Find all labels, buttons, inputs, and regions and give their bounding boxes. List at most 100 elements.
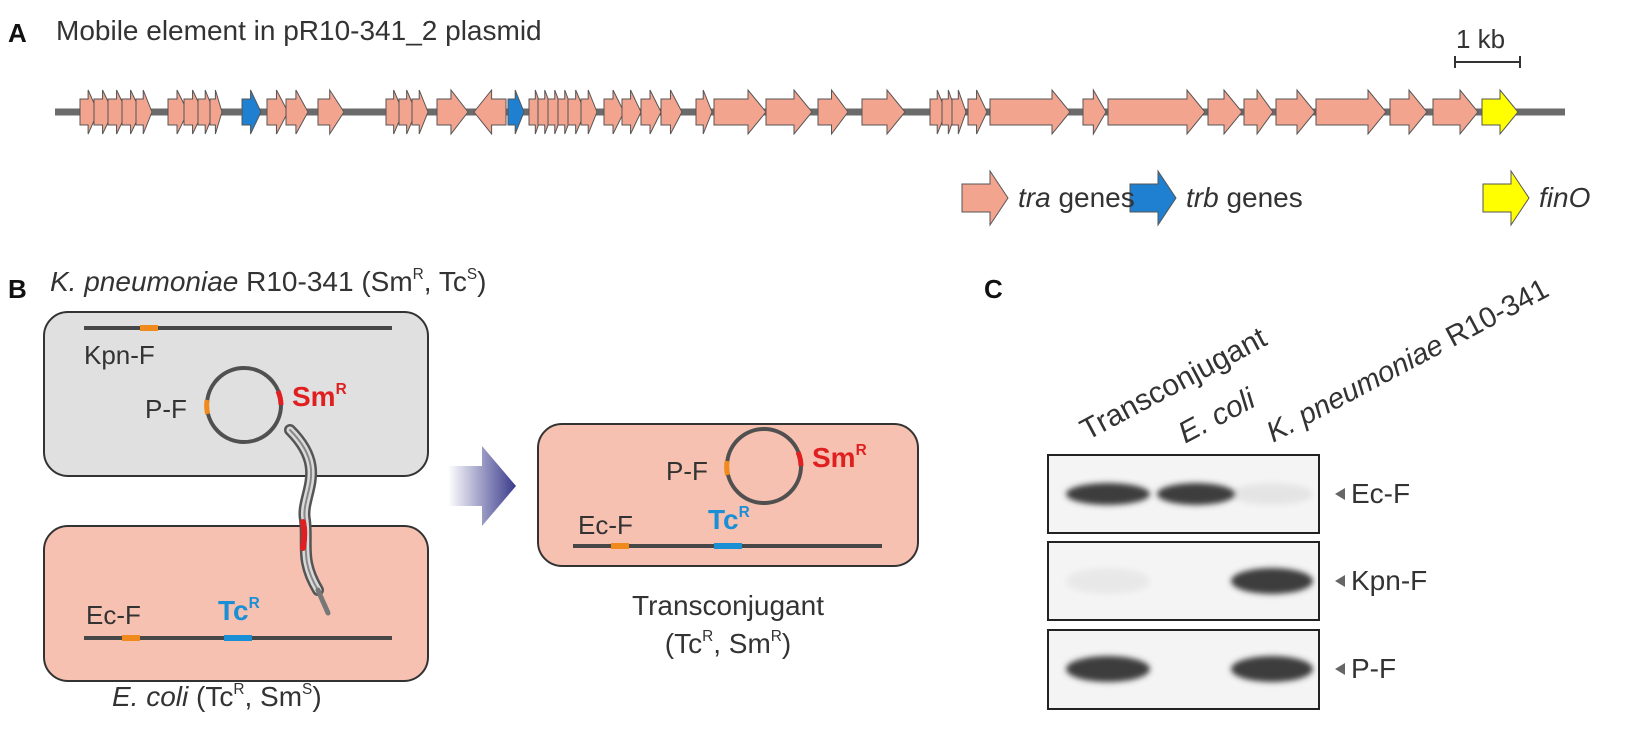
tra-gene-arrow (1432, 88, 1479, 136)
panel-c-gel (1047, 454, 1345, 710)
legend-trb-italic: trb (1186, 182, 1219, 213)
kpn-f-marker-icon (1335, 575, 1345, 587)
recipient-tc-sup: R (248, 595, 260, 613)
donor-sm-locus-mark (275, 390, 284, 406)
tra-gene-arrow (989, 88, 1071, 136)
trans-sm-sup: R (855, 442, 867, 460)
panel-a-title: Mobile element in pR10-341_2 plasmid (56, 15, 542, 46)
donor-sm-label: SmR (292, 381, 347, 412)
gel-band (1066, 568, 1150, 594)
tra-gene-arrow (621, 89, 642, 135)
transfer-arrow (448, 446, 516, 526)
recipient-cell (43, 525, 429, 682)
tra-gene-arrow (861, 88, 906, 136)
tra-gene-arrow (640, 89, 662, 135)
trans2-open: (Tc (664, 628, 703, 659)
finO-gene-arrow (1481, 88, 1519, 136)
ec-f-marker-icon (1335, 488, 1345, 500)
recipient-sup2: S (302, 681, 313, 699)
tra-gene-arrow (603, 89, 625, 135)
gel-band (1231, 483, 1313, 505)
gel-band (1231, 568, 1313, 594)
tra-gene-arrow (1207, 88, 1243, 136)
panel-b-conjugation-diagram (43, 311, 919, 682)
tra-gene-arrow (1107, 88, 1206, 136)
trans-tc-text: Tc (708, 504, 739, 535)
trans2-sup2: R (770, 628, 782, 646)
tra-gene-arrow (398, 89, 417, 135)
recipient-end: ) (312, 681, 322, 712)
trans2-mid: , Sm (713, 628, 771, 659)
kpn-f-label: Kpn-F (84, 340, 155, 370)
tra-gene-arrow (385, 89, 404, 135)
tra-gene-arrow (567, 89, 586, 135)
gel-band (1066, 656, 1150, 682)
tra-gene-arrow (285, 89, 309, 135)
ec-f-label: Ec-F (86, 600, 141, 630)
gene-arrows (79, 88, 1519, 136)
donor-sm-sup: R (335, 381, 347, 399)
gel-row-label-kpn-f: Kpn-F (1351, 565, 1428, 596)
tra-gene-arrow (1243, 88, 1274, 136)
legend-tra-rest: genes (1050, 182, 1135, 213)
legend-fino-arrow (1482, 169, 1530, 227)
transconjugant-cell (537, 423, 919, 567)
donor-pf-label: P-F (145, 394, 187, 424)
trans-tc-sup: R (738, 504, 750, 522)
donor-mid: , Tc (423, 266, 467, 297)
donor-cell (43, 311, 429, 477)
tra-gene-arrow (817, 88, 849, 136)
recipient-title: E. coli (TcR, SmS) (112, 681, 322, 712)
tra-gene-arrow (473, 88, 507, 136)
tra-gene-arrow (411, 89, 429, 135)
tra-gene-arrow (266, 89, 289, 135)
legend-fino-label: finO (1539, 184, 1590, 212)
trans-pf-locus-mark (724, 460, 731, 476)
tra-gene-arrow (765, 88, 813, 136)
gel-band (1066, 483, 1150, 505)
donor-title: K. pneumoniae R10-341 (SmR, TcS) (50, 266, 487, 297)
p-f-marker-icon (1335, 663, 1345, 675)
legend-tra-arrow (961, 169, 1009, 227)
panel-b-letter: B (8, 274, 27, 304)
tra-gene-arrow (167, 89, 189, 135)
donor-pf-locus-mark (204, 399, 211, 415)
donor-species: K. pneumoniae (50, 266, 239, 297)
donor-sup1: R (412, 266, 424, 284)
tra-gene-arrow (951, 89, 967, 135)
donor-strain: R10-341 (Sm (238, 266, 413, 297)
gel-row-label-ec-f: Ec-F (1351, 478, 1411, 509)
panel-a-gene-map (55, 56, 1565, 227)
legend-tra-italic: tra (1018, 182, 1051, 213)
tra-gene-arrow (135, 89, 153, 135)
tra-gene-arrow (1315, 88, 1387, 136)
donor-sm-text: Sm (292, 381, 336, 412)
trans2-sup1: R (702, 628, 714, 646)
trans-pf-label: P-F (666, 456, 708, 486)
trans-sm-label: SmR (812, 442, 867, 472)
donor-end: ) (477, 266, 487, 297)
tra-gene-arrow (1389, 88, 1428, 136)
gel-bands (1066, 483, 1313, 682)
trans2-end: ) (781, 628, 792, 659)
trans-sm-locus-mark (795, 451, 804, 467)
tra-gene-arrow (713, 88, 767, 136)
tra-gene-arrow (660, 89, 683, 135)
donor-sup2: S (466, 266, 478, 284)
legend-trb-arrow (1129, 169, 1177, 227)
tra-gene-arrow (79, 89, 99, 135)
recipient-tc-text: Tc (218, 595, 249, 626)
tra-gene-arrow (436, 88, 469, 136)
gel-band (1231, 656, 1313, 682)
tra-gene-arrow (967, 89, 988, 135)
tra-gene-arrow (1275, 88, 1316, 136)
legend-trb-label: trb genes (1186, 184, 1303, 212)
recipient-open: (Tc (188, 681, 234, 712)
legend-tra-label: tra genes (1018, 184, 1135, 212)
conjugation-bridge (284, 424, 331, 616)
tra-gene-arrow (580, 89, 598, 135)
recipient-tc-label: TcR (218, 595, 260, 626)
recipient-species: E. coli (112, 681, 189, 712)
gel-row-label-p-f: P-F (1351, 653, 1397, 684)
